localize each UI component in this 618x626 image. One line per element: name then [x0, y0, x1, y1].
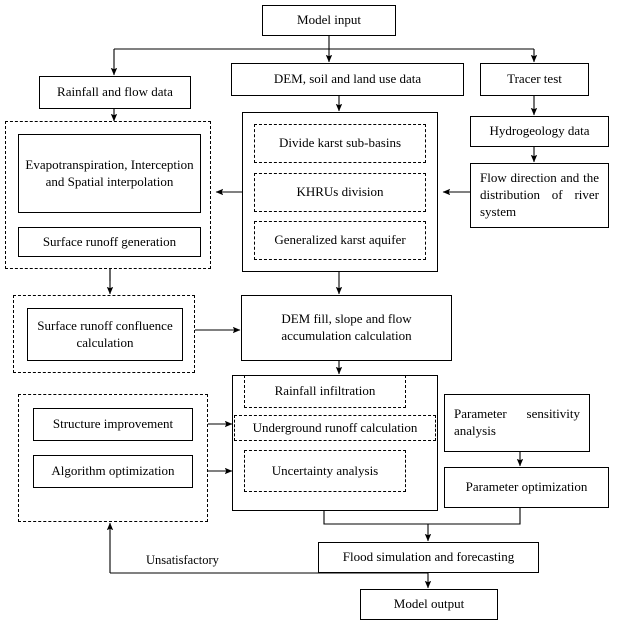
node-dem-soil-landuse-data-label: DEM, soil and land use data	[273, 71, 422, 87]
node-tracer-test[interactable]: Tracer test	[480, 63, 589, 96]
node-model-output[interactable]: Model output	[360, 589, 498, 620]
node-model-input-label: Model input	[297, 12, 361, 28]
group-model-improvement	[18, 394, 208, 522]
node-surface-runoff-confluence-label: Surface runoff confluence calculation	[37, 317, 173, 350]
node-generalized-karst-aquifer-label: Generalized karst aquifer	[274, 232, 406, 248]
node-dem-fill-slope-flowaccum[interactable]: DEM fill, slope and flow accumulation ca…	[241, 295, 452, 361]
node-dem-fill-slope-flowaccum-label: DEM fill, slope and flow accumulation ca…	[281, 311, 412, 343]
edge-label-unsatisfactory: Unsatisfactory	[146, 553, 219, 567]
node-khrus-division[interactable]: KHRUs division	[254, 173, 426, 212]
node-evapotranspiration-label: Evapotranspiration, Interception and Spa…	[25, 156, 194, 189]
group-runoff-calculation-module	[232, 375, 438, 511]
node-surface-runoff-generation[interactable]: Surface runoff generation	[18, 227, 201, 257]
group-surface-process	[5, 121, 211, 269]
node-uncertainty-analysis[interactable]: Uncertainty analysis	[244, 450, 406, 492]
node-flow-direction-river-system[interactable]: Flow direction and the distribution of r…	[470, 163, 609, 228]
node-structure-improvement[interactable]: Structure improvement	[33, 408, 193, 441]
node-hydrogeology-data-label: Hydrogeology data	[489, 123, 590, 139]
node-parameter-sensitivity-analysis[interactable]: Parameter sensitivity analysis	[444, 394, 590, 452]
wire-paramopt-merge	[428, 508, 521, 525]
node-rainfall-and-flow-data[interactable]: Rainfall and flow data	[39, 76, 191, 109]
node-flow-direction-river-system-label: Flow direction and the distribution of r…	[480, 170, 599, 219]
node-parameter-optimization[interactable]: Parameter optimization	[444, 467, 609, 508]
node-underground-runoff-calculation-label: Underground runoff calculation	[252, 419, 418, 435]
wire-runoffmod-merge	[323, 511, 428, 525]
node-model-output-label: Model output	[393, 596, 465, 612]
node-parameter-optimization-label: Parameter optimization	[465, 479, 588, 495]
node-surface-runoff-generation-label: Surface runoff generation	[42, 233, 177, 249]
node-underground-runoff-calculation[interactable]: Underground runoff calculation	[234, 415, 436, 441]
node-dem-soil-landuse-data[interactable]: DEM, soil and land use data	[231, 63, 464, 96]
node-divide-karst-sub-basins[interactable]: Divide karst sub-basins	[254, 124, 426, 163]
node-tracer-test-label: Tracer test	[507, 71, 562, 87]
node-flood-simulation-forecasting-label: Flood simulation and forecasting	[342, 549, 515, 565]
node-structure-improvement-label: Structure improvement	[52, 416, 174, 432]
node-algorithm-optimization-label: Algorithm optimization	[51, 463, 175, 479]
node-evapotranspiration[interactable]: Evapotranspiration, Interception and Spa…	[18, 134, 201, 213]
node-rainfall-and-flow-data-label: Rainfall and flow data	[57, 84, 173, 100]
node-khrus-division-label: KHRUs division	[296, 184, 384, 200]
node-rainfall-infiltration[interactable]: Rainfall infiltration	[244, 375, 406, 408]
node-surface-runoff-confluence[interactable]: Surface runoff confluence calculation	[27, 308, 183, 361]
node-hydrogeology-data[interactable]: Hydrogeology data	[470, 116, 609, 147]
group-karst-module	[242, 112, 438, 272]
node-flood-simulation-forecasting[interactable]: Flood simulation and forecasting	[318, 542, 539, 573]
node-divide-karst-sub-basins-label: Divide karst sub-basins	[278, 135, 402, 151]
node-rainfall-infiltration-label: Rainfall infiltration	[274, 383, 376, 399]
node-generalized-karst-aquifer[interactable]: Generalized karst aquifer	[254, 221, 426, 260]
node-algorithm-optimization[interactable]: Algorithm optimization	[33, 455, 193, 488]
node-model-input[interactable]: Model input	[262, 5, 396, 36]
node-parameter-sensitivity-analysis-label: Parameter sensitivity analysis	[454, 406, 580, 438]
node-uncertainty-analysis-label: Uncertainty analysis	[271, 462, 379, 478]
